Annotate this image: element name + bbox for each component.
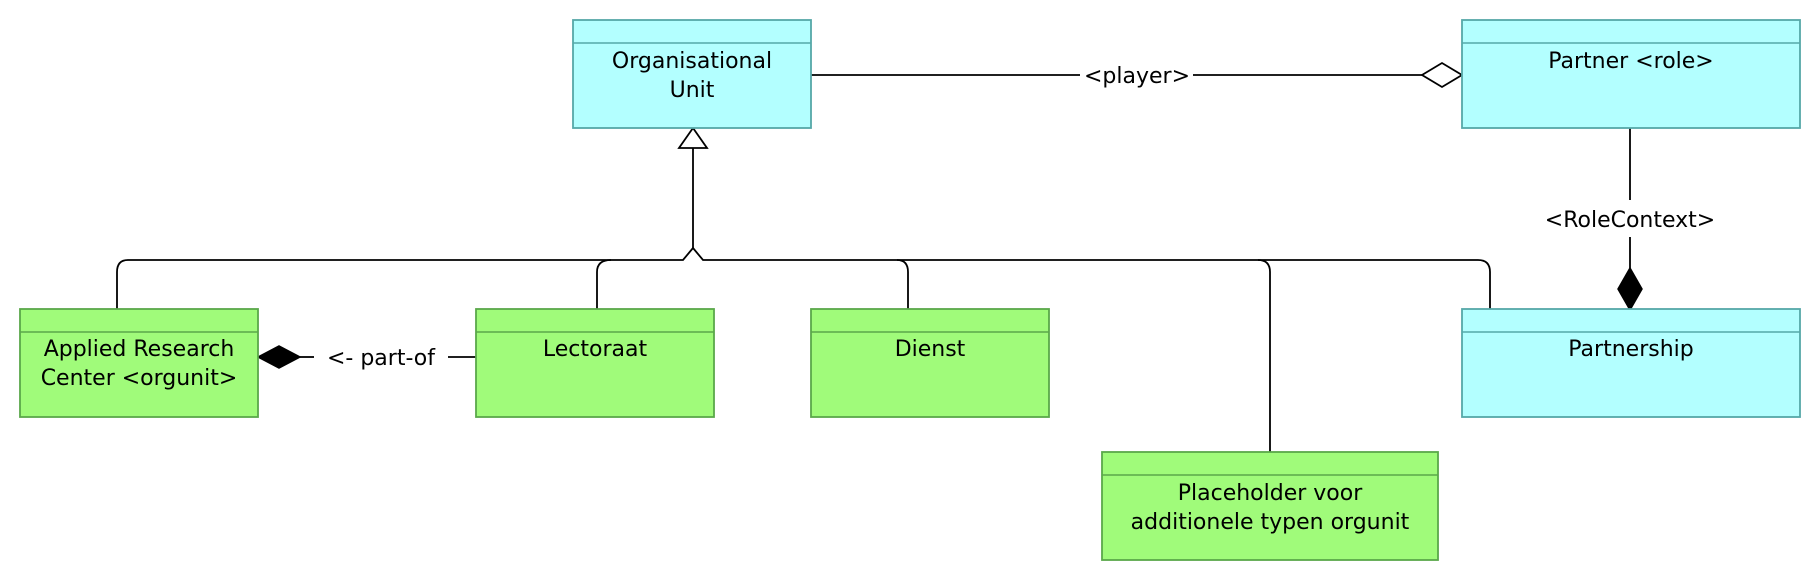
class-partner-role[interactable]: Partner <role> [1461, 19, 1801, 129]
class-name-line-2: Unit [670, 78, 715, 103]
generalization-tree [116, 126, 1491, 452]
player-association [811, 61, 1464, 89]
class-applied-research-center[interactable]: Applied Research Center <orgunit> [19, 308, 259, 418]
class-name-line-1: Organisational [612, 49, 772, 74]
class-name: Partnership [1568, 337, 1693, 362]
class-organisational-unit[interactable]: Organisational Unit [572, 19, 812, 129]
class-name-line-2: Center <orgunit> [41, 366, 238, 391]
class-partnership[interactable]: Partnership [1461, 308, 1801, 418]
generalization-triangle-icon [677, 126, 709, 149]
class-name-line-2: additionele typen orgunit [1131, 510, 1410, 535]
class-name-line-1: Placeholder voor [1178, 481, 1363, 506]
role-context-label: <RoleContext> [1545, 208, 1715, 233]
class-lectoraat[interactable]: Lectoraat [475, 308, 715, 418]
aggregation-diamond-icon [1420, 61, 1464, 89]
part-of-label: <- part-of [327, 346, 436, 371]
class-placeholder[interactable]: Placeholder voor additionele typen orgun… [1101, 451, 1439, 561]
player-label: <player> [1084, 64, 1190, 89]
composition-diamond-icon [1617, 266, 1643, 312]
class-name: Dienst [895, 337, 966, 362]
class-dienst[interactable]: Dienst [810, 308, 1050, 418]
class-name: Lectoraat [543, 337, 648, 362]
class-name: Partner <role> [1548, 49, 1713, 74]
part-of-association [256, 345, 476, 369]
class-name-line-1: Applied Research [44, 337, 235, 362]
composition-diamond-icon [256, 345, 302, 369]
